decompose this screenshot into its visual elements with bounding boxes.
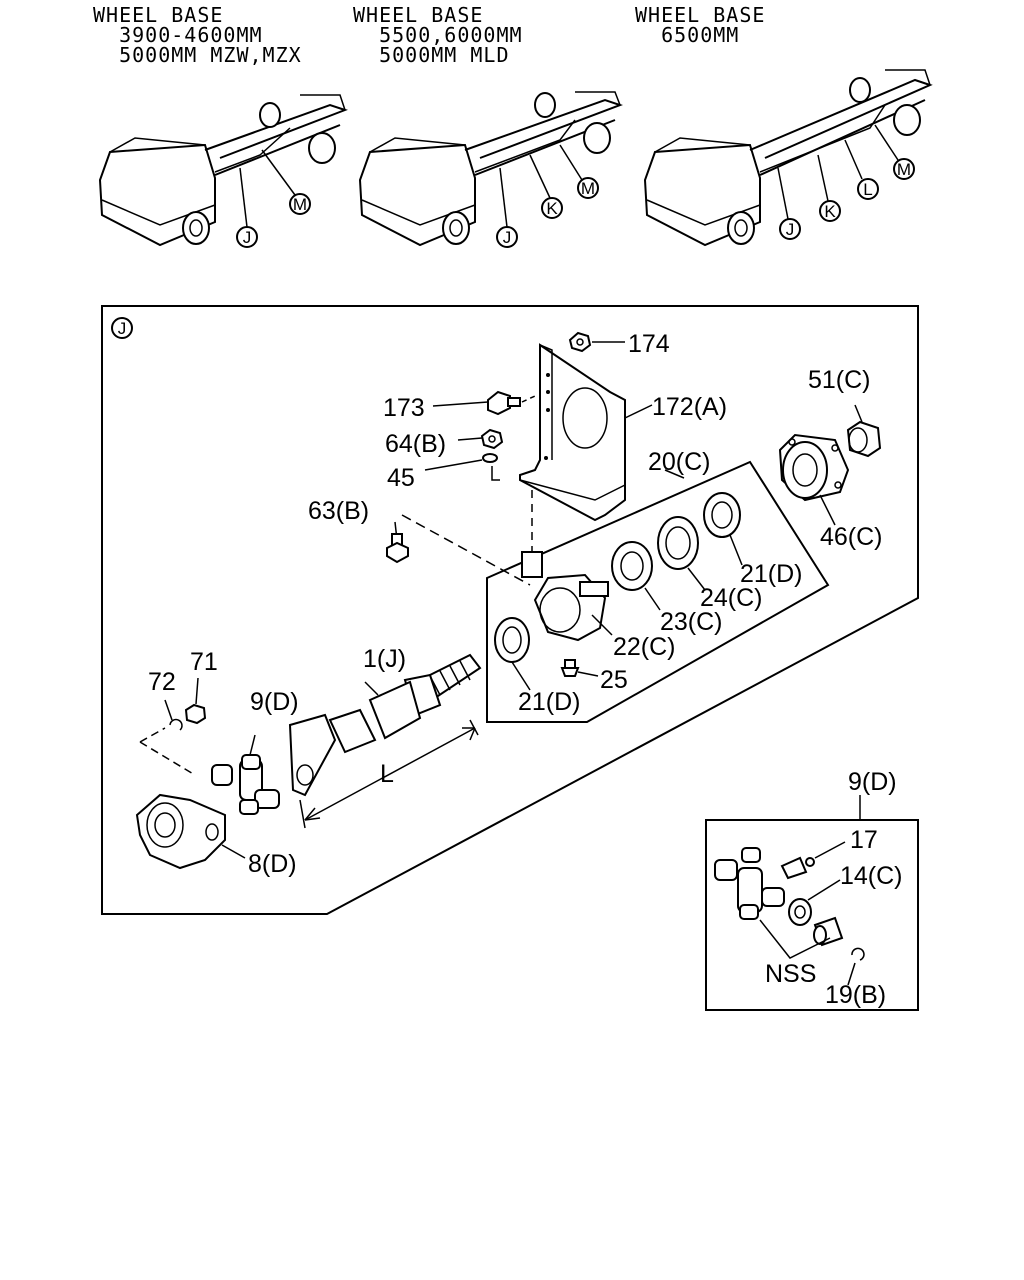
label-21d-upper: 21(D): [740, 560, 803, 588]
label-24c: 24(C): [700, 584, 763, 612]
truck-illustration-1: J M: [98, 94, 348, 248]
inset-seal-14: 14(C): [788, 862, 903, 926]
bracket-172: [519, 343, 626, 522]
clip-72: 72: [139, 668, 196, 776]
label-172a: 172(A): [652, 393, 727, 421]
nut-174: 174: [568, 330, 670, 358]
label-l: L: [380, 760, 394, 788]
truck2-callout-m: M: [581, 179, 595, 198]
truck-illustration-2: J K M: [358, 91, 623, 248]
view-letter-j: J: [118, 319, 127, 338]
label-25: 25: [600, 666, 628, 694]
truck2-callout-k: K: [546, 199, 558, 218]
inset-grease-fitting-17: 17: [780, 826, 878, 880]
truck1-callout-m: M: [293, 195, 307, 214]
label-63b: 63(B): [308, 497, 369, 525]
center-bearing-subframe: [486, 460, 830, 723]
nut-71: 71: [184, 648, 218, 725]
inset-nss-leader: NSS: [759, 919, 831, 988]
nut-51: 51(C): [808, 366, 882, 458]
bearing-housing-22: 22(C): [521, 490, 676, 661]
bearing-23: 23(C): [611, 541, 723, 636]
dimension-l: L: [299, 719, 479, 829]
label-inset-19b: 19(B): [825, 981, 886, 1009]
header-3-line-1: WHEEL BASE: [635, 3, 765, 27]
header-2-line-2: 5500,6000MM: [353, 23, 523, 47]
label-20c: 20(C): [648, 448, 711, 476]
header-1-line-1: WHEEL BASE: [93, 3, 223, 27]
label-71: 71: [190, 648, 218, 676]
label-72: 72: [148, 668, 176, 696]
header-1-line-3: 5000MM MZW,MZX: [93, 43, 302, 67]
label-inset-14c: 14(C): [840, 862, 903, 890]
bolt-173: 173: [383, 390, 536, 422]
seal-21-upper: 21(D): [703, 492, 803, 588]
grease-nipple-25: 25: [560, 659, 628, 694]
label-inset-nss: NSS: [765, 960, 816, 988]
label-9d: 9(D): [250, 688, 299, 716]
label-45: 45: [387, 464, 415, 492]
label-64b: 64(B): [385, 430, 446, 458]
flange-yoke-8: 8(D): [135, 793, 297, 878]
truck3-callout-l: L: [863, 180, 872, 199]
label-46c: 46(C): [820, 523, 883, 551]
header-1-line-2: 3900-4600MM: [93, 23, 263, 47]
label-inset-9d: 9(D): [848, 768, 897, 796]
nut-64: 64(B): [385, 428, 504, 458]
label-21d-lower: 21(D): [518, 688, 581, 716]
label-22c: 22(C): [613, 633, 676, 661]
label-173: 173: [383, 394, 425, 422]
truck3-callout-j: J: [786, 220, 795, 239]
universal-joint-9: 9(D): [211, 688, 299, 815]
label-inset-17: 17: [850, 826, 878, 854]
seal-21-lower: 21(D): [494, 617, 581, 716]
header-2-line-1: WHEEL BASE: [353, 3, 483, 27]
inset-bearing-cup: [813, 916, 844, 947]
inset-snap-ring-19: 19(B): [825, 947, 886, 1009]
bolt-63: 63(B): [308, 497, 531, 586]
main-view-frame: J: [101, 305, 919, 915]
inset-frame: [705, 819, 919, 1011]
truck3-callout-m: M: [897, 160, 911, 179]
label-23c: 23(C): [660, 608, 723, 636]
ring-24: 24(C): [657, 516, 763, 612]
header-wheelbase-1: WHEEL BASE 3900-4600MM 5000MM MZW,MZX: [93, 3, 302, 67]
label-51c: 51(C): [808, 366, 871, 394]
header-wheelbase-2: WHEEL BASE 5500,6000MM 5000MM MLD: [353, 3, 523, 67]
inset-universal-joint: [714, 847, 785, 920]
label-1j: 1(J): [363, 645, 406, 673]
washer-45: 45: [387, 453, 500, 492]
truck2-callout-j: J: [503, 228, 512, 247]
truck1-callout-j: J: [243, 228, 252, 247]
header-2-line-3: 5000MM MLD: [353, 43, 510, 67]
flange-46: 46(C): [778, 433, 883, 551]
header-3-line-2: 6500MM: [635, 23, 739, 47]
label-174: 174: [628, 330, 670, 358]
label-8d: 8(D): [248, 850, 297, 878]
slip-yoke: [288, 708, 377, 797]
propeller-shaft-1: 1(J): [363, 645, 482, 740]
truck3-callout-k: K: [824, 202, 836, 221]
truck-illustration-3: J K L M: [643, 69, 933, 247]
header-wheelbase-3: WHEEL BASE 6500MM: [635, 3, 765, 47]
